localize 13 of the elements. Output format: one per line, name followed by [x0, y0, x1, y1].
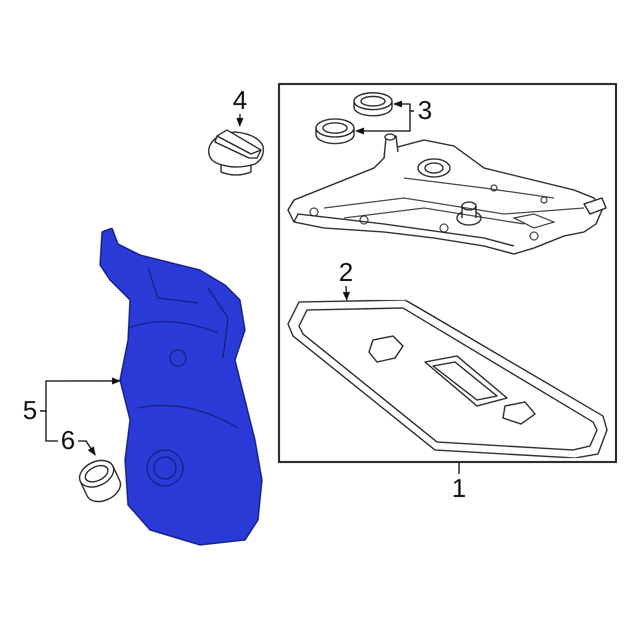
leader-line [236, 114, 244, 127]
callout-number: 1 [450, 474, 468, 502]
assembly-frame [278, 83, 617, 463]
callout-number: 5 [22, 396, 38, 424]
callout-number: 4 [232, 86, 248, 114]
leader-line [78, 440, 96, 456]
leader-line [458, 463, 460, 474]
leader-line [342, 286, 350, 301]
callout-number: 3 [416, 96, 434, 124]
leader-line [355, 110, 414, 135]
leader-line [40, 410, 58, 442]
callout-number: 6 [60, 426, 76, 454]
callout-number: 2 [338, 258, 354, 286]
